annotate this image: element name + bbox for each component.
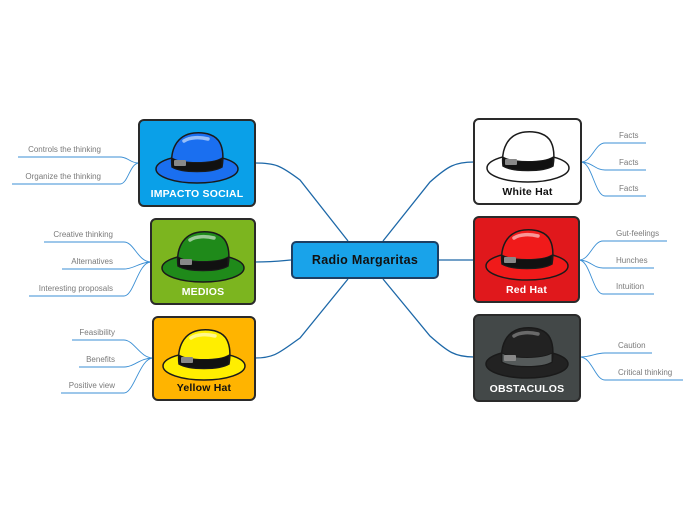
connector-obstaculos — [382, 278, 475, 358]
leaf-facts-2[interactable]: Facts — [619, 158, 639, 167]
topic-yellow-hat[interactable]: Yellow Hat — [152, 316, 256, 401]
topic-label: OBSTACULOS — [489, 383, 565, 395]
leaf-interesting-proposals[interactable]: Interesting proposals — [38, 284, 113, 293]
connector-white — [382, 161, 475, 242]
hat-icon — [484, 224, 570, 287]
topic-label: Red Hat — [505, 284, 548, 296]
central-topic-label: Radio Margaritas — [311, 253, 419, 267]
hat-icon — [154, 127, 240, 190]
topic-medios[interactable]: MEDIOS — [150, 218, 256, 305]
hat-icon — [484, 322, 570, 385]
leaf-creative-thinking[interactable]: Creative thinking — [53, 230, 113, 239]
hat-icon — [485, 126, 571, 189]
connector-yellow — [254, 278, 349, 359]
connector-impacto — [254, 162, 349, 242]
topic-impacto-social[interactable]: IMPACTO SOCIAL — [138, 119, 256, 207]
leaf-benefits[interactable]: Benefits — [86, 355, 115, 364]
leaf-alternatives[interactable]: Alternatives — [71, 257, 113, 266]
topic-label: IMPACTO SOCIAL — [150, 188, 244, 200]
leaf-critical-thinking[interactable]: Critical thinking — [618, 368, 673, 377]
leaf-feasibility[interactable]: Feasibility — [79, 328, 115, 337]
connector-medios — [254, 259, 292, 263]
topic-label: Yellow Hat — [176, 382, 232, 394]
leaf-organize-the-thinking[interactable]: Organize the thinking — [25, 172, 101, 181]
leaf-controls-the-thinking[interactable]: Controls the thinking — [28, 145, 101, 154]
topic-red-hat[interactable]: Red Hat — [473, 216, 580, 303]
leaf-facts-3[interactable]: Facts — [619, 184, 639, 193]
topic-label: MEDIOS — [181, 286, 225, 298]
leaf-caution[interactable]: Caution — [618, 341, 646, 350]
leaf-intuition[interactable]: Intuition — [616, 282, 645, 291]
leaf-hunches[interactable]: Hunches — [616, 256, 648, 265]
central-topic[interactable]: Radio Margaritas — [291, 241, 439, 279]
topic-white-hat[interactable]: White Hat — [473, 118, 582, 205]
leaf-facts-1[interactable]: Facts — [619, 131, 639, 140]
topic-obstaculos[interactable]: OBSTACULOS — [473, 314, 581, 402]
hat-icon — [160, 226, 246, 289]
leaf-positive-view[interactable]: Positive view — [68, 381, 115, 390]
leaf-gut-feelings[interactable]: Gut-feelings — [616, 229, 660, 238]
topic-label: White Hat — [502, 186, 553, 198]
hat-icon — [161, 324, 247, 387]
